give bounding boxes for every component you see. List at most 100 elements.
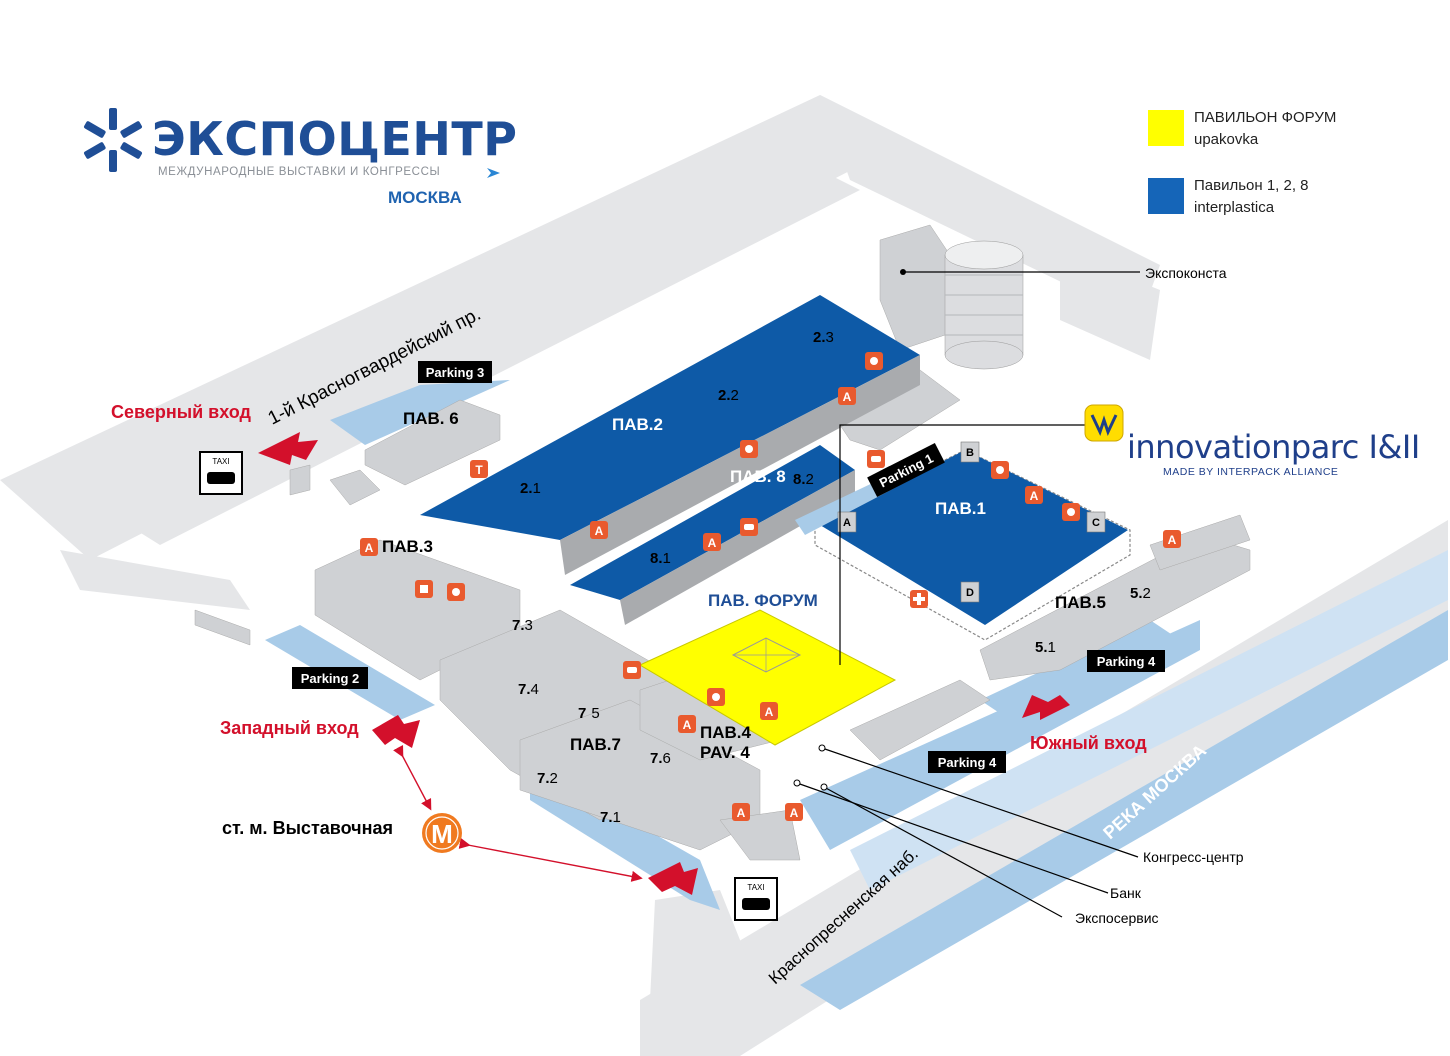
- logo-title: ЭКСПОЦЕНТР: [152, 112, 518, 166]
- south-entrance-arrow: [1022, 695, 1070, 720]
- legend-interplastica-line1: Павильон 1, 2, 8: [1194, 177, 1309, 194]
- restaurant-icon[interactable]: A: [760, 702, 778, 720]
- congress-building: [849, 679, 991, 761]
- parking-4-east-label: Parking 4: [1097, 654, 1156, 669]
- hall-8-1: 8.1: [650, 550, 671, 567]
- metro-link-south: [458, 837, 643, 882]
- restaurant-icon[interactable]: A: [732, 803, 750, 821]
- pav1-entrance-c[interactable]: C: [1086, 511, 1106, 533]
- hall-2-2: 2.2: [718, 387, 739, 404]
- svg-text:A: A: [737, 806, 746, 820]
- gate-bldg-1: [329, 469, 381, 506]
- restaurant-icon[interactable]: A: [590, 521, 608, 539]
- exposervice-leader: [823, 786, 1063, 918]
- taxi-label-north: TAXI: [212, 457, 229, 466]
- first-aid-icon[interactable]: [910, 590, 928, 608]
- parking-4-south[interactable]: Parking 4: [928, 751, 1006, 773]
- toilet-icon[interactable]: [991, 461, 1009, 479]
- svg-text:A: A: [765, 705, 774, 719]
- legend-forum: ПАВИЛЬОН ФОРУМ upakovka: [1194, 107, 1336, 151]
- expocentre-logo-icon: [83, 108, 143, 172]
- bank-leader: [796, 782, 1109, 894]
- hall-7-6: 7.6: [650, 750, 671, 767]
- pav3-label: ПАВ.3: [382, 537, 433, 556]
- toilet-icon[interactable]: [447, 583, 465, 601]
- legend-interplastica: Павильон 1, 2, 8 interplastica: [1194, 175, 1309, 219]
- innovationparc-logo-icon: [1084, 404, 1124, 442]
- innovationparc-leader: [839, 424, 1085, 665]
- gate-bldg-2: [289, 464, 311, 496]
- svg-text:A: A: [708, 536, 717, 550]
- pav6-label: ПАВ. 6: [403, 409, 459, 428]
- metro-sign[interactable]: M: [422, 813, 462, 853]
- restaurant-icon[interactable]: A: [785, 803, 803, 821]
- parking-4-south-label: Parking 4: [938, 755, 997, 770]
- expoconsta-label: Экспоконста: [1145, 265, 1227, 281]
- east-water: [980, 620, 1180, 720]
- pav1-entrance-a[interactable]: A: [837, 511, 857, 533]
- hall-8-2: 8.2: [793, 471, 814, 488]
- phone-booth-icon[interactable]: [867, 450, 885, 468]
- pav4-label: ПАВ.4: [700, 723, 751, 742]
- restaurant-icon[interactable]: A: [360, 538, 378, 556]
- legend-swatch-interplastica: [1148, 178, 1184, 214]
- svg-text:A: A: [843, 390, 852, 404]
- pav2-wall: [560, 355, 920, 575]
- svg-text:A: A: [1168, 533, 1177, 547]
- legend-swatch-forum: [1148, 110, 1184, 146]
- innovationparc-title: innovationparc I&II: [1127, 428, 1420, 466]
- restaurant-icon[interactable]: A: [678, 715, 696, 733]
- hall-7-3: 7.3: [512, 617, 533, 634]
- innovationparc-subtitle: MADE BY INTERPACK ALLIANCE: [1163, 466, 1339, 478]
- legend-forum-line2: upakovka: [1194, 131, 1259, 148]
- hall-2-1: 2.1: [520, 480, 541, 497]
- taxi-label-south: TAXI: [747, 883, 764, 892]
- hall-5-1: 5.1: [1035, 639, 1056, 656]
- svg-text:A: A: [683, 718, 692, 732]
- road-west: [60, 550, 250, 610]
- toilet-icon[interactable]: [707, 688, 725, 706]
- pav2-label: ПАВ.2: [612, 415, 663, 434]
- entrance-c-label: C: [1092, 517, 1100, 529]
- west-entrance-label: Западный вход: [220, 718, 359, 738]
- taxi-stand-west: [194, 609, 251, 646]
- parking3-zone: [330, 380, 510, 445]
- toilet-icon[interactable]: [1062, 503, 1080, 521]
- west-entrance-arrow: [372, 715, 420, 748]
- taxi-sign-north[interactable]: TAXI: [199, 451, 243, 495]
- pav8-roof: [570, 445, 855, 600]
- forum-block: [638, 609, 897, 746]
- hall-5-2: 5.2: [1130, 585, 1151, 602]
- north-entrance-arrow: [258, 432, 318, 465]
- toilet-icon[interactable]: [865, 352, 883, 370]
- phone-booth-icon[interactable]: [740, 518, 758, 536]
- restaurant-icon[interactable]: A: [1025, 486, 1043, 504]
- taxi-sign-south[interactable]: TAXI: [734, 877, 778, 921]
- legend-forum-line1: ПАВИЛЬОН ФОРУМ: [1194, 109, 1337, 126]
- parking-3[interactable]: Parking 3: [418, 361, 492, 383]
- logo-city: МОСКВА: [388, 188, 462, 207]
- road-north: [0, 95, 910, 560]
- entrance-d-label: D: [966, 587, 974, 599]
- cloakroom-icon[interactable]: [415, 580, 433, 598]
- east-building: [1149, 514, 1251, 571]
- pav2-roof: [420, 295, 920, 540]
- restaurant-icon[interactable]: A: [838, 387, 856, 405]
- restaurant-icon[interactable]: A: [1163, 530, 1181, 548]
- toilet-icon[interactable]: [740, 440, 758, 458]
- svg-text:A: A: [365, 541, 374, 555]
- parking-4-east[interactable]: Parking 4: [1087, 650, 1165, 672]
- phone-icon[interactable]: T: [470, 460, 488, 478]
- parking-2[interactable]: Parking 2: [292, 667, 368, 689]
- pav1-entrance-b[interactable]: B: [960, 441, 980, 463]
- logo-arrow-icon: [487, 168, 500, 178]
- phone-booth-icon[interactable]: [623, 661, 641, 679]
- pav2-block: [420, 295, 920, 625]
- hall-7-1: 7.1: [600, 809, 621, 826]
- restaurant-icon[interactable]: A: [703, 533, 721, 551]
- forum-label: ПАВ. ФОРУМ: [708, 591, 818, 610]
- logo-subtitle: МЕЖДУНАРОДНЫЕ ВЫСТАВКИ И КОНГРЕССЫ: [158, 166, 441, 178]
- pav1-entrance-d[interactable]: D: [960, 581, 980, 603]
